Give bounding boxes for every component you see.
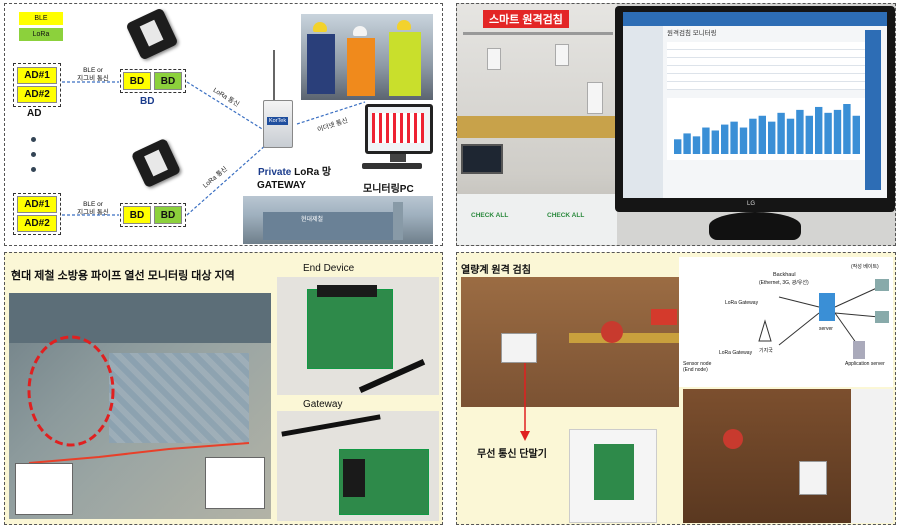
chart-bar: [833, 109, 842, 154]
callout-arrow: [520, 363, 530, 441]
chart-bar: [843, 104, 851, 154]
pc-caption: 모니터링PC: [363, 184, 414, 195]
monitor-title: 원격검침 모니터링: [667, 30, 717, 37]
gateway-brand: KorTek: [267, 117, 289, 125]
terminal-photo: [569, 429, 657, 523]
panel3-title: 현대 제철 소방용 파이프 열선 모니터링 대상 지역: [11, 270, 235, 282]
ad-node-2: AD#2: [17, 86, 57, 103]
chart-bar: [674, 139, 682, 154]
net-lora-gw1: LoRa Gateway: [725, 300, 759, 306]
monitoring-pc-image: [365, 104, 433, 154]
chart-bar: [796, 109, 804, 154]
legend-ble: BLE: [19, 12, 63, 25]
checkall-label-1: CHECK ALL: [471, 212, 509, 219]
monitor-bezel: 원격검침 모니터링 LG: [615, 6, 895, 212]
bd-group-bottom: [120, 203, 186, 227]
end-device-photo: [277, 277, 439, 395]
bd-node-bottom-1: BD: [123, 206, 151, 224]
booth-sign: 스마트 원격검침: [483, 10, 569, 28]
net-backhaul: Backhaul: [773, 272, 796, 278]
net-lora-gw2: LoRa Gateway: [719, 350, 753, 356]
chart-bar: [758, 115, 766, 154]
gateway-photo: [277, 411, 439, 521]
ad-group-bottom: [13, 193, 61, 235]
gateway-lora-net: LoRa 망: [291, 167, 332, 178]
ad-group-top: [13, 63, 61, 107]
device-caption: 무선 통신 단말기: [477, 449, 547, 460]
bd-group-top: [120, 69, 186, 93]
panel4-title: 열량계 원격 검침: [461, 265, 531, 276]
chart-bar: [824, 112, 832, 154]
chart-bar: [805, 115, 813, 154]
ad-node-1-bottom: AD#1: [17, 196, 57, 213]
chart-bar: [786, 118, 795, 154]
chart-bar: [692, 136, 701, 154]
chart-bar: [852, 115, 860, 154]
panel-smart-metering-photo: 스마트 원격검침 CHECK ALL CHECK ALL 원격검침 모니터링 L…: [456, 3, 896, 246]
satellite-map: [9, 293, 271, 519]
monitor-brand: LG: [747, 201, 756, 207]
net-server: server: [819, 326, 833, 332]
plant-photo: 현대제철: [243, 196, 433, 244]
chart-bar: [777, 112, 785, 154]
net-sensor: Sensor node (End node): [683, 361, 712, 373]
checkall-label-2: CHECK ALL: [547, 212, 585, 219]
diagram-links: [62, 81, 366, 216]
demo-booth: 스마트 원격검침 CHECK ALL CHECK ALL: [457, 4, 617, 245]
legend-lora: LoRa: [19, 28, 63, 41]
monitor-screen: 원격검침 모니터링: [623, 12, 887, 198]
ad-node-2-bottom: AD#2: [17, 215, 57, 232]
monitoring-pc-keyboard: [362, 163, 422, 169]
chart-bar: [815, 106, 823, 154]
gateway-caption: GATEWAY: [257, 180, 306, 191]
monitor-bar-chart: [667, 98, 867, 160]
net-station: 기지국: [759, 348, 773, 354]
chart-bar: [683, 133, 691, 154]
net-app-server: Application server: [845, 361, 885, 367]
end-device-label: End Device: [303, 263, 355, 274]
gateway-private-word: Private: [258, 167, 292, 178]
workers-photo: [301, 14, 433, 100]
chart-bar: [730, 121, 738, 154]
ad-node-1: AD#1: [17, 67, 57, 84]
gateway-photo-label: Gateway: [303, 399, 343, 410]
net-backhaul-sub: (Ethernet, 3G, 광/유선): [759, 280, 809, 286]
bd-node-top-2: BD: [154, 72, 182, 90]
plant-sign: 현대제철: [301, 217, 324, 223]
monitoring-pc-stand: [390, 154, 406, 162]
ellipsis-dots: [31, 137, 36, 175]
bd-node-top-1: BD: [123, 72, 151, 90]
gateway-device-image: KorTek: [263, 100, 293, 148]
bd-caption: BD: [140, 96, 155, 107]
chart-bar: [749, 118, 757, 154]
network-diagram: Backhaul (Ethernet, 3G, 광/유선) LoRa Gatew…: [679, 257, 893, 387]
net-user: (작성 베이트): [851, 264, 879, 270]
gateway-antenna: [273, 50, 275, 100]
bd-node-bottom-2: BD: [154, 206, 182, 224]
ad-caption: AD: [27, 108, 42, 119]
chart-bar: [711, 130, 719, 154]
chart-bar: [721, 124, 729, 154]
installed-meter-photo: [683, 389, 893, 523]
panel-area-map: 현대 제철 소방용 파이프 열선 모니터링 대상 지역 End Device G…: [4, 252, 443, 525]
chart-bar: [702, 127, 710, 154]
chart-bar: [768, 121, 776, 154]
gateway-title: Private LoRa 망: [258, 163, 331, 178]
chart-bar: [739, 127, 748, 154]
monitor-stand: [709, 212, 801, 240]
panel-heat-meter: 열량계 원격 검침 무선 통신 단말기 Ba: [456, 252, 896, 525]
heat-meter-photo: [461, 277, 679, 407]
